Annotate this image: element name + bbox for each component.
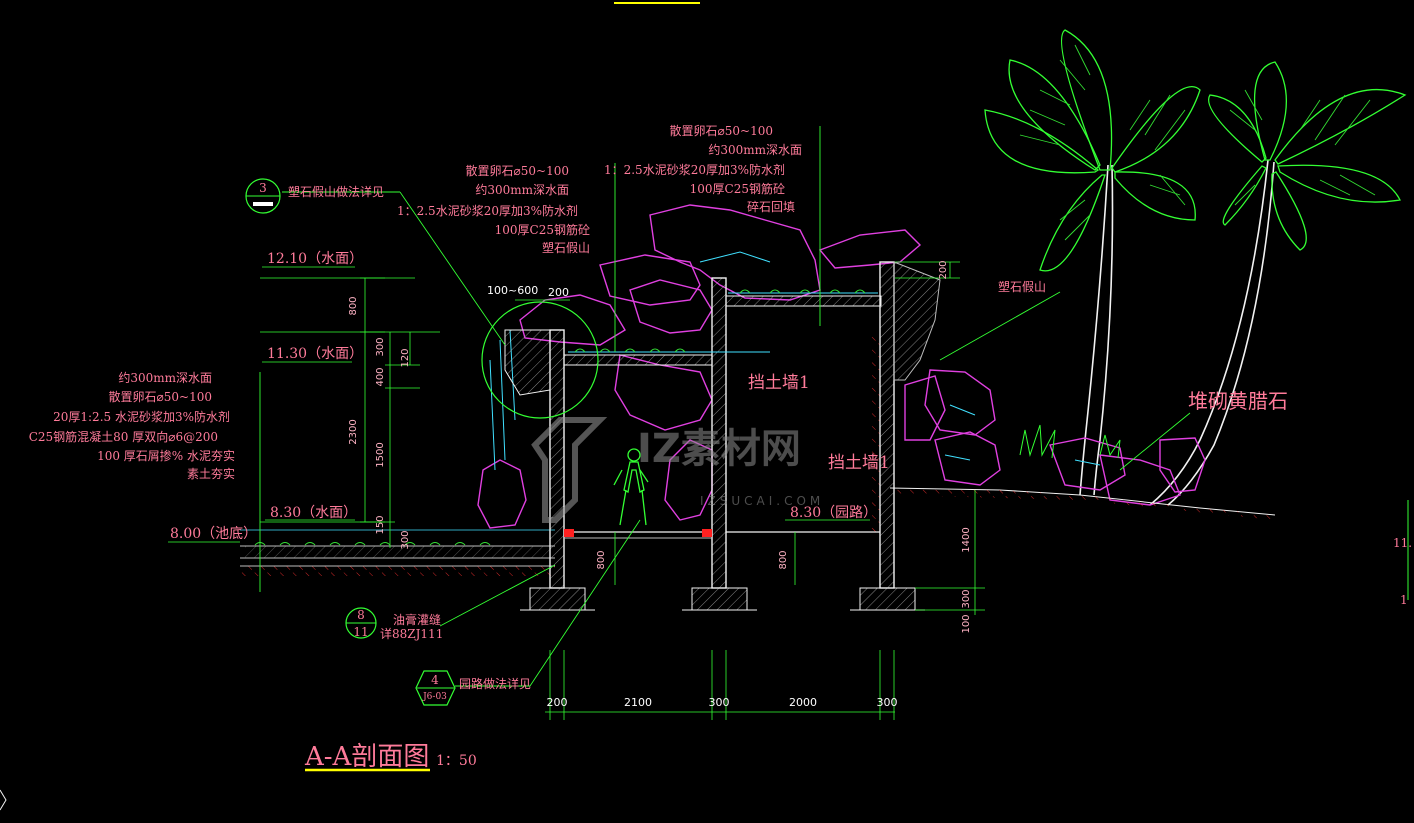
callout-4-sub: J6-03 [422, 692, 447, 702]
svg-text:300: 300 [375, 337, 386, 356]
svg-text:100厚C25钢筋砼: 100厚C25钢筋砼 [690, 181, 785, 196]
svg-text:2100: 2100 [624, 696, 652, 709]
callout-8[interactable]: 8 11 [345, 607, 377, 639]
svg-text:120: 120 [400, 348, 411, 367]
level-12-10: 12.10（水面） [267, 251, 363, 267]
svg-text:1500: 1500 [375, 442, 386, 467]
drawing-title: A-A剖面图 1：50 [304, 742, 477, 772]
retaining-wall-left [504, 329, 713, 611]
title-scale: 1：50 [436, 753, 477, 769]
watermark [531, 417, 608, 523]
svg-text:300: 300 [877, 696, 898, 709]
svg-text:散置卵石⌀50~100: 散置卵石⌀50~100 [670, 123, 773, 138]
retaining-wall-right [850, 261, 941, 611]
svg-text:2000: 2000 [789, 696, 817, 709]
svg-text:塑石假山: 塑石假山 [542, 240, 590, 255]
palm-tree-icon [984, 29, 1407, 506]
wall-2-label: 挡土墙1 [828, 453, 890, 473]
joint-label: 油膏灌缝 [393, 612, 441, 627]
callout-3[interactable]: 3 [245, 178, 281, 214]
svg-text:约300mm深水面: 约300mm深水面 [475, 182, 569, 197]
callout-4-num: 4 [431, 673, 439, 687]
partial-right-a: 11. [1393, 536, 1412, 550]
level-road: 8.30（园路） [790, 505, 877, 521]
road-detail-label: 园路做法详见 [459, 676, 531, 691]
watermark-url: IZSUCAI.COM [700, 494, 824, 508]
svg-text:800: 800 [348, 296, 359, 315]
level-8-00: 8.00（池底） [170, 526, 257, 542]
svg-text:300: 300 [961, 589, 972, 608]
level-8-30: 8.30（水面） [270, 505, 357, 521]
svg-text:100 厚石屑掺% 水泥夯实: 100 厚石屑掺% 水泥夯实 [97, 448, 235, 463]
dim-100-600: 100~600 [487, 284, 538, 297]
svg-text:100: 100 [961, 614, 972, 633]
wall-1-label: 挡土墙1 [748, 373, 810, 393]
svg-text:150: 150 [375, 515, 386, 534]
callout-3-num: 3 [259, 181, 267, 195]
svg-text:200: 200 [547, 696, 568, 709]
svg-text:1：2.5水泥砂浆20厚加3%防水剂: 1：2.5水泥砂浆20厚加3%防水剂 [397, 203, 578, 218]
svg-text:300: 300 [709, 696, 730, 709]
svg-text:20厚1:2.5 水泥砂浆加3%防水剂: 20厚1:2.5 水泥砂浆加3%防水剂 [53, 409, 230, 424]
svg-text:800: 800 [778, 550, 789, 569]
title-text: A-A剖面图 [304, 742, 429, 772]
svg-text:100厚C25钢筋砼: 100厚C25钢筋砼 [495, 222, 590, 237]
mid-layer-annotation: 散置卵石⌀50~100 约300mm深水面 1：2.5水泥砂浆20厚加3%防水剂… [397, 163, 590, 255]
person-figure-icon [613, 448, 649, 526]
stone-label: 堆砌黄腊石 [1188, 389, 1288, 413]
svg-text:散置卵石⌀50~100: 散置卵石⌀50~100 [109, 389, 212, 404]
detail-3-label: 塑石假山做法详见 [288, 184, 384, 199]
svg-text:约300mm深水面: 约300mm深水面 [708, 142, 802, 157]
retaining-wall-middle [682, 277, 882, 611]
svg-text:C25钢筋混凝土80 厚双向⌀6@200: C25钢筋混凝土80 厚双向⌀6@200 [29, 429, 218, 444]
svg-text:800: 800 [596, 550, 607, 569]
joint-ref: 详88ZJ111 [380, 626, 443, 641]
svg-text:300: 300 [400, 530, 411, 549]
watermark-brand: IZ素材网 [637, 426, 801, 472]
callout-8-num: 8 [357, 608, 365, 622]
svg-text:400: 400 [375, 367, 386, 386]
rockery-label: 塑石假山 [998, 279, 1046, 294]
svg-text:素土夯实: 素土夯实 [187, 466, 235, 481]
svg-text:1：2.5水泥砂浆20厚加3%防水剂: 1：2.5水泥砂浆20厚加3%防水剂 [604, 162, 785, 177]
left-layer-annotation: 约300mm深水面 散置卵石⌀50~100 20厚1:2.5 水泥砂浆加3%防水… [29, 370, 235, 481]
svg-text:约300mm深水面: 约300mm深水面 [118, 370, 212, 385]
top-layer-annotation: 散置卵石⌀50~100 约300mm深水面 1：2.5水泥砂浆20厚加3%防水剂… [604, 123, 802, 214]
pond-base [240, 529, 555, 567]
svg-text:散置卵石⌀50~100: 散置卵石⌀50~100 [466, 163, 569, 178]
svg-text:1400: 1400 [961, 527, 972, 552]
svg-text:200: 200 [938, 260, 949, 279]
callout-8-sub: 11 [353, 625, 368, 639]
level-11-30: 11.30（水面） [267, 346, 363, 362]
callout-4[interactable]: 4 J6-03 [415, 670, 456, 706]
partial-right-b: 1 [1400, 593, 1408, 607]
dim-200-top: 200 [548, 286, 569, 299]
svg-text:2300: 2300 [348, 419, 359, 444]
svg-text:碎石回填: 碎石回填 [747, 199, 795, 214]
